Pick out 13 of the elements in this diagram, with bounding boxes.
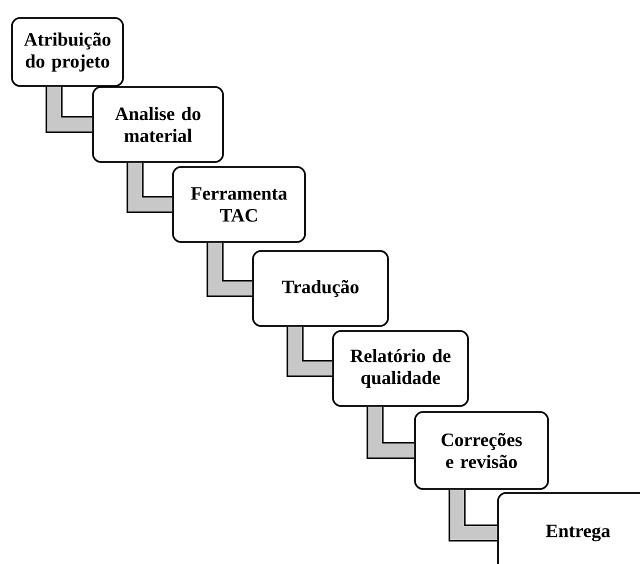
connector-bar (206, 242, 252, 297)
connector-bar (448, 490, 498, 542)
process-box: Atribuição do projeto (11, 17, 124, 87)
process-box: Analise do material (92, 86, 224, 163)
process-box: Relatório de qualidade (332, 330, 469, 407)
process-box: Tradução (252, 250, 389, 327)
connector-bar (126, 162, 172, 213)
process-box: Correções e revisão (414, 411, 549, 490)
process-box: Entrega (497, 492, 640, 564)
connector-bar (286, 326, 332, 377)
connector-bar (366, 406, 414, 459)
process-box: Ferramenta TAC (172, 166, 306, 243)
connector-bar (46, 86, 92, 133)
